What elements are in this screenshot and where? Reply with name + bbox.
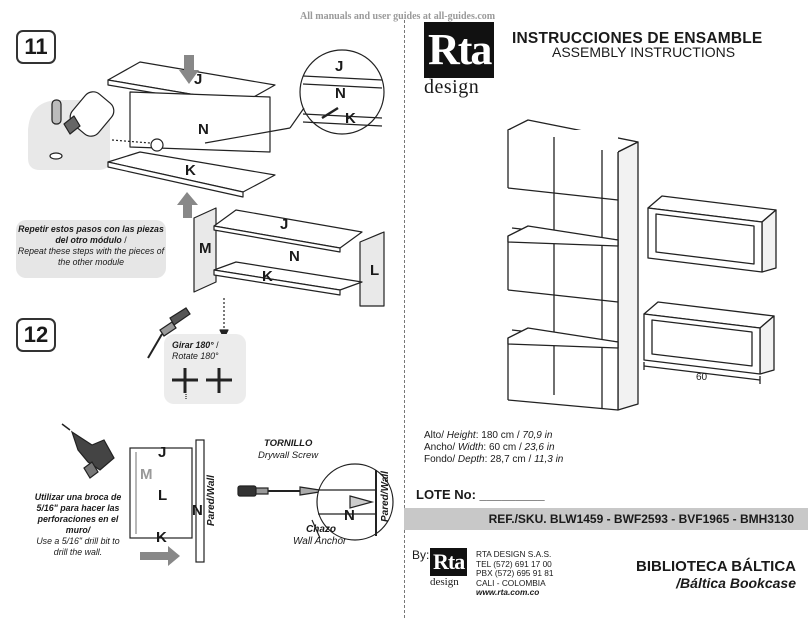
mount-label-l: L (158, 487, 168, 504)
rotate-note-sep: / (213, 340, 219, 350)
company-name: RTA DESIGN S.A.S. (476, 549, 552, 559)
assembled-label-k: K (262, 268, 273, 285)
rotate-note: Girar 180° / Rotate 180° (172, 340, 238, 362)
rotate-note-en: Rotate 180° (172, 351, 219, 361)
lote-number: LOTE No: _________ (416, 487, 545, 502)
panel-label-n: N (198, 121, 209, 138)
company-pbx: PBX (572) 695 91 81 (476, 568, 554, 578)
bookcase-drawing (507, 119, 777, 411)
mount-label-j: J (158, 444, 167, 461)
panel-label-j: J (194, 71, 203, 88)
dimension-label: 60 (696, 372, 708, 383)
assembled-label-j: J (280, 216, 289, 233)
repeat-steps-note: Repetir estos pasos con las piezas del o… (16, 220, 166, 278)
rotate-note-es: Girar 180° (172, 340, 214, 350)
repeat-note-es: Repetir estos pasos con las piezas del o… (18, 224, 164, 245)
reference-sku-bar: REF./SKU. BLW1459 - BWF2593 - BVF1965 - … (404, 508, 808, 530)
zoom-label-k: K (345, 110, 356, 127)
assembled-label-n: N (289, 248, 300, 265)
drill-icon (61, 423, 115, 479)
company-city: CALI - COLOMBIA (476, 577, 546, 588)
wall-label-right: Pared/Wall (380, 471, 391, 522)
mount-label-n: N (192, 502, 203, 519)
screw-label-en: Drywall Screw (258, 450, 319, 461)
screw-icon (237, 485, 327, 497)
brand-logo-mark: Rta (424, 22, 495, 78)
spec-depth: Fondo/ Depth: 28,7 cm / 11,3 in (424, 454, 564, 465)
glue-bottle-icon (49, 91, 115, 160)
zoom-label-j: J (335, 58, 344, 75)
mount-label-k: K (156, 529, 167, 546)
watermark: All manuals and user guides at all-guide… (300, 11, 496, 22)
product-name-es: BIBLIOTECA BÁLTICA (636, 558, 796, 575)
company-logo: Rta design (430, 548, 468, 588)
company-website[interactable]: www.rta.com.co (476, 587, 540, 597)
company-logo-mark: Rta (430, 548, 468, 576)
product-name-en: /Báltica Bookcase (676, 575, 796, 591)
wall-mounting-drawing (61, 423, 394, 566)
wall-label-left: Pared/Wall (206, 475, 217, 526)
title-es: INSTRUCCIONES DE ENSAMBLE (512, 30, 763, 47)
panel-label-m: M (199, 240, 212, 257)
page-divider (404, 20, 405, 618)
title-en: ASSEMBLY INSTRUCTIONS (552, 44, 736, 60)
anchor-label-es: Chazo (306, 524, 336, 535)
assembled-module-drawing (193, 207, 385, 339)
company-logo-wordmark: design (430, 576, 459, 588)
mount-label-m: M (140, 466, 153, 483)
zoom-label-n: N (335, 85, 346, 102)
company-info: RTA DESIGN S.A.S. TEL (572) 691 17 00 PB… (476, 549, 554, 598)
spec-width: Ancho/ Width: 60 cm / 23,6 in (424, 442, 555, 453)
brand-logo-wordmark: design (424, 76, 480, 98)
screwdriver-icon (147, 307, 191, 359)
by-label: By: (412, 548, 430, 562)
anchor-label-en: Wall Anchor (293, 536, 347, 547)
step-11-badge: 11 (16, 30, 56, 64)
brand-logo: Rta design (424, 22, 495, 99)
repeat-note-en: Repeat these steps with the pieces of th… (17, 246, 165, 267)
step-12-badge: 12 (16, 318, 56, 352)
panel-label-l: L (370, 262, 380, 279)
rotate-instruction-drawing (147, 307, 246, 404)
step-11-drawing (28, 49, 385, 218)
drill-note-en: Use a 5/16" drill bit to drill the wall. (36, 536, 120, 557)
zoom-label-n-wall: N (344, 507, 355, 524)
dimensions-spec: Alto/ Height: 180 cm / 70,9 in Ancho/ Wi… (424, 430, 563, 466)
company-tel: TEL (572) 691 17 00 (476, 558, 552, 569)
screw-label-es: TORNILLO (264, 438, 313, 449)
drill-note-es: Utilizar una broca de 5/16" para hacer l… (34, 492, 122, 535)
repeat-note-sep: / (121, 235, 127, 245)
drill-note: Utilizar una broca de 5/16" para hacer l… (30, 492, 126, 558)
spec-height: Alto/ Height: 180 cm / 70,9 in (424, 430, 553, 441)
panel-label-k: K (185, 162, 196, 179)
